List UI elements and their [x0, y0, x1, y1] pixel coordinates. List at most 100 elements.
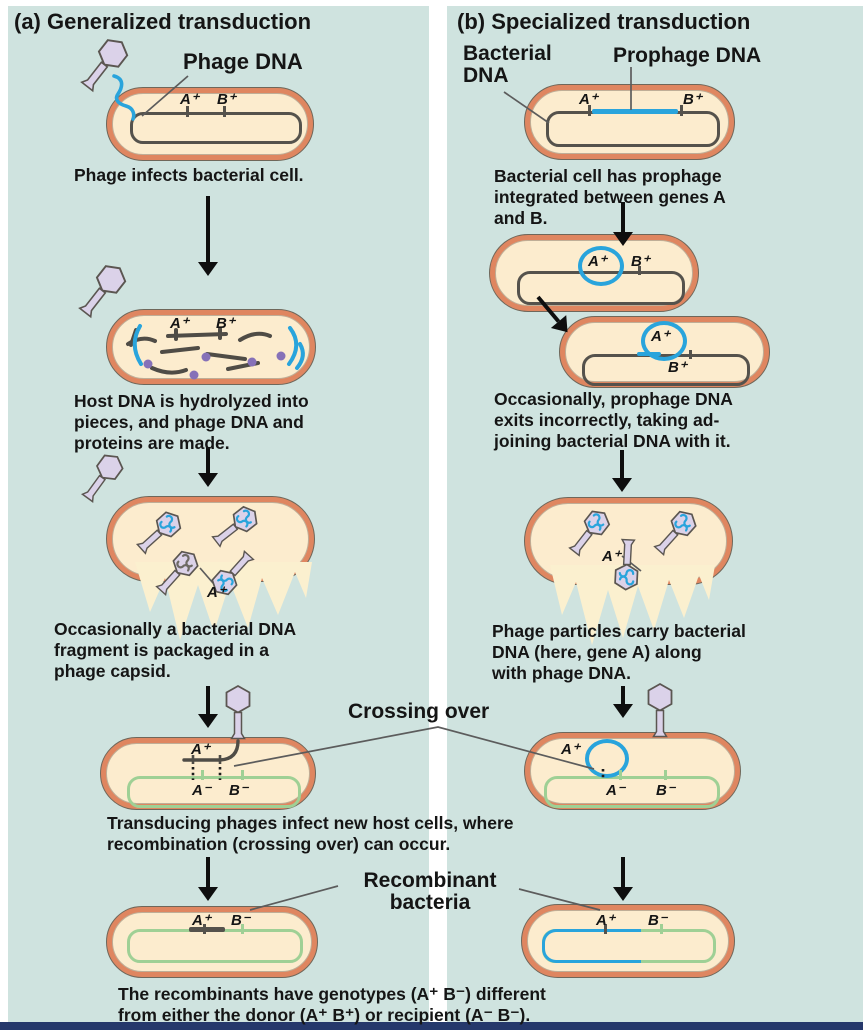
gene-label-a-plus: A⁺: [579, 91, 598, 108]
caption-line: from either the donor (A⁺ B⁺) or recipie…: [118, 1005, 531, 1025]
caption-line: fragment is packaged in a: [54, 640, 269, 660]
prophage-loop: [578, 246, 624, 286]
caption-a2: Host DNA is hydrolyzed into pieces, and …: [74, 391, 414, 454]
prophage-dna-label: Prophage DNA: [613, 44, 762, 67]
cell-b1-cytoplasm: [530, 90, 729, 154]
gene-label-a-plus: A⁺: [192, 912, 211, 929]
recombinant-bacteria-line1: Recombinant: [363, 869, 497, 892]
phage-icon: [225, 685, 251, 740]
left-margin: [0, 0, 8, 1030]
gene-tick: [638, 266, 641, 275]
caption-mid: Transducing phages infect new host cells…: [107, 813, 547, 855]
phage-dna-label: Phage DNA: [183, 49, 303, 74]
crossing-over-label: Crossing over: [348, 700, 490, 723]
cell-b4-recipient-chromosome: [544, 776, 720, 808]
integrated-prophage-dna: [542, 929, 641, 963]
gene-label-b-plus: B⁺: [683, 91, 702, 108]
transducing-prophage-circle: [585, 739, 629, 778]
column-a-header: (a) Generalized transduction: [14, 9, 312, 34]
caption-b3: Phage particles carry bacterial DNA (her…: [492, 621, 847, 684]
gene-label-b-plus: B⁺: [631, 253, 650, 270]
gene-label-a-plus: A⁺: [588, 253, 607, 270]
caption-line: phage capsid.: [54, 661, 171, 681]
caption-line: Host DNA is hydrolyzed into: [74, 391, 309, 411]
cell-a5-recombinant: [106, 906, 318, 978]
bacterial-dna-label: Bacterial DNA: [463, 42, 552, 88]
caption-line: with phage DNA.: [492, 663, 632, 683]
cell-a1: [106, 87, 314, 161]
caption-line: joining bacterial DNA with it.: [494, 431, 731, 451]
gene-label-b-minus: B⁻: [656, 782, 675, 799]
down-arrow-icon: [612, 450, 632, 492]
cell-a2: [106, 309, 316, 385]
gene-label-a-minus: A⁻: [606, 782, 625, 799]
down-arrow-icon: [613, 686, 633, 718]
integrated-donor-dna-segment: [189, 927, 225, 932]
gene-tick: [604, 924, 607, 934]
cell-a2-cytoplasm: [112, 315, 310, 379]
cell-b4-recipient: [524, 732, 741, 810]
caption-line: Phage infects bacterial cell.: [74, 165, 304, 185]
down-arrow-icon: [613, 202, 633, 246]
gene-tick: [660, 924, 663, 934]
gene-label-a-minus: A⁻: [192, 782, 211, 799]
column-b-header: (b) Specialized transduction: [457, 9, 751, 34]
gene-tick: [664, 770, 667, 780]
gene-label-a-plus: A⁺: [561, 741, 580, 758]
bacterial-dna-label-line1: Bacterial: [463, 42, 552, 65]
gene-label-a-plus: A⁺: [180, 91, 199, 108]
caption-line: Occasionally a bacterial DNA: [54, 619, 297, 639]
gene-label-a-plus: A⁺: [207, 584, 226, 601]
gene-label-b-minus: B⁻: [648, 912, 667, 929]
prophage-dna-segment: [592, 109, 678, 114]
gene-label-a-plus: A⁺: [170, 315, 189, 332]
down-arrow-icon: [613, 857, 633, 901]
bacterial-dna-label-line2: DNA: [463, 64, 509, 88]
gene-label-a-plus: A⁺: [191, 741, 210, 758]
gene-tick: [241, 924, 244, 934]
caption-line: proteins are made.: [74, 433, 230, 453]
phage-icon: [647, 683, 673, 738]
recombinant-bacteria-label: Recombinant bacteria: [337, 869, 523, 915]
down-arrow-icon: [198, 686, 218, 728]
caption-line: Occasionally, prophage DNA: [494, 389, 733, 409]
cell-a4-recipient-chromosome: [127, 776, 301, 808]
caption-line: The recombinants have genotypes (A⁺ B⁻) …: [118, 984, 546, 1004]
gene-tick: [203, 924, 206, 934]
cell-b1-chromosome: [546, 111, 720, 147]
column-divider: [429, 0, 447, 1030]
gene-label-b-plus: B⁺: [216, 315, 235, 332]
gene-tick: [201, 770, 204, 780]
caption-line: recombination (crossing over) can occur.: [107, 834, 451, 854]
gene-label-b-minus: B⁻: [229, 782, 248, 799]
caption-line: pieces, and phage DNA and: [74, 412, 304, 432]
caption-a1: Phage infects bacterial cell.: [74, 165, 374, 186]
caption-b2: Occasionally, prophage DNA exits incorre…: [494, 389, 844, 452]
cell-a5-chromosome: [127, 929, 303, 963]
gene-tick: [689, 350, 692, 359]
caption-line: Phage particles carry bacterial: [492, 621, 746, 641]
caption-line: and B.: [494, 208, 548, 228]
gene-label-b-plus: B⁺: [217, 91, 236, 108]
bottom-bar: [0, 1022, 863, 1030]
down-arrow-icon: [198, 857, 218, 901]
gene-label-a-plus: A⁺: [651, 328, 670, 345]
down-arrow-icon: [198, 196, 218, 276]
gene-tick: [619, 770, 622, 780]
recombinant-bacteria-line2: bacteria: [389, 891, 471, 915]
gene-label-b-minus: B⁻: [231, 912, 250, 929]
caption-line: integrated between genes A: [494, 187, 726, 207]
caption-a3: Occasionally a bacterial DNA fragment is…: [54, 619, 394, 682]
gene-tick: [680, 105, 683, 116]
excised-prophage-circle: [641, 321, 687, 361]
gene-label-a-plus: A⁺: [596, 912, 615, 929]
gene-tick: [223, 106, 226, 117]
gene-tick: [588, 105, 591, 116]
caption-line: Bacterial cell has prophage: [494, 166, 722, 186]
cell-b1: [524, 84, 735, 160]
caption-b1: Bacterial cell has prophage integrated b…: [494, 166, 834, 229]
cell-a1-chromosome: [130, 112, 302, 144]
caption-line: Transducing phages infect new host cells…: [107, 813, 514, 833]
caption-line: DNA (here, gene A) along: [492, 642, 702, 662]
